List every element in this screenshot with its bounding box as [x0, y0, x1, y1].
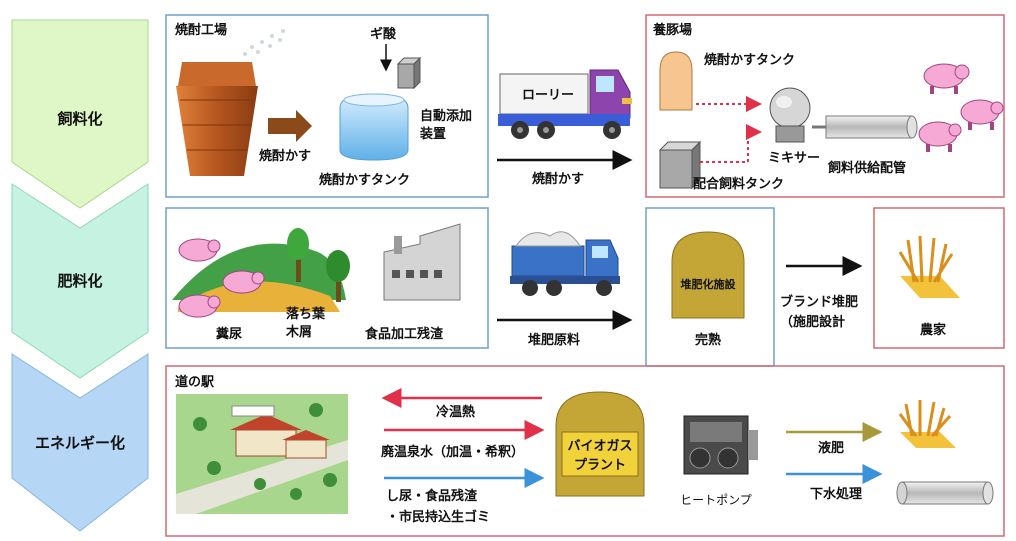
- farm-label: 養豚場: [652, 22, 692, 38]
- pig-icon: [178, 238, 221, 262]
- pipe-icon: [896, 481, 994, 505]
- pig-icon: [960, 99, 1004, 130]
- feed-tank-box-icon: [658, 140, 702, 190]
- compost-dome-icon: [671, 231, 745, 319]
- wood-chips-label: 木屑: [285, 324, 312, 340]
- farm-frame: [645, 14, 1005, 198]
- lees-tank-icon: [339, 93, 409, 161]
- biogas-label: バイオガス: [567, 439, 632, 454]
- plant-label: プラント: [574, 458, 626, 473]
- stage-energy-label: エネルギー化: [35, 434, 125, 452]
- leaves-label: 落ち葉: [286, 306, 326, 322]
- factory-icon: [383, 223, 461, 301]
- heat-pump-icon: [683, 415, 758, 475]
- pig-icon: [923, 63, 970, 94]
- distillery-label: 焼酎工場: [175, 22, 227, 38]
- dump-truck-icon: [510, 231, 620, 296]
- shochu-lees-label: 焼酎かす: [259, 148, 311, 164]
- stage-fertilizer: 肥料化: [11, 183, 149, 379]
- stage-feed-label: 飼料化: [56, 110, 102, 128]
- farmer-frame: [873, 207, 1005, 349]
- truck-label: ローリー: [522, 88, 574, 103]
- brown-arrow-icon: [268, 110, 312, 142]
- small-box-icon: [396, 56, 422, 90]
- sources-frame: [165, 207, 489, 349]
- fertilization-design-label: （施肥設計: [780, 314, 845, 330]
- tree-icon: [287, 228, 350, 302]
- hopper-icon: [176, 62, 258, 176]
- manure-label: 糞尿: [215, 326, 242, 342]
- farm-lees-tank-label: 焼酎かすタンク: [704, 52, 795, 68]
- liquid-fertilizer-label: 液肥: [818, 440, 844, 456]
- distillery-frame: [165, 14, 489, 198]
- stage-energy: エネルギー化: [11, 353, 149, 532]
- compost-material-label: 堆肥原料: [528, 332, 580, 348]
- feed-pipe-icon: [825, 115, 918, 139]
- wastewater-label: 下水処理: [810, 486, 862, 502]
- hot-cold-label: 冷温熱: [436, 404, 475, 420]
- matured-label: 完熟: [695, 332, 721, 348]
- citizen-waste-label: ・市民持込生ゴミ: [386, 509, 490, 525]
- roadside-station-illustration: [176, 394, 348, 514]
- feed-pipe-label: 飼料供給配管: [827, 160, 906, 176]
- pig-icon: [222, 270, 265, 294]
- farm-lees-tank-icon: [659, 51, 693, 111]
- stage-feed: 飼料化: [11, 19, 149, 209]
- steam-icon: [243, 29, 285, 56]
- energy-frame: [165, 365, 1005, 537]
- roadside-station-label: 道の駅: [175, 374, 215, 390]
- compost-facility-label: 堆肥化施設: [681, 277, 737, 291]
- compound-feed-tank-label: 配合飼料タンク: [693, 176, 784, 192]
- mixer-icon: [769, 87, 811, 143]
- biogas-plant-icon: [555, 391, 645, 497]
- spring-water-label: 廃温泉水（加温・希釈）: [380, 444, 524, 460]
- pig-icon: [918, 121, 962, 152]
- farmer-label: 農家: [920, 322, 947, 338]
- truck-icon: [498, 69, 632, 139]
- device-label: 装置: [419, 126, 446, 142]
- ginkgo-label: ギ酸: [370, 26, 397, 42]
- rice-icon: [898, 235, 960, 298]
- stage-fertilizer-label: 肥料化: [57, 272, 102, 290]
- mixer-label: ミキサー: [768, 151, 820, 166]
- brand-compost-label: ブランド堆肥: [780, 294, 858, 310]
- lees-tank-label: 焼酎かすタンク: [319, 172, 410, 188]
- rice-icon: [898, 400, 956, 448]
- transport-lees-label: 焼酎かす: [532, 171, 584, 187]
- auto-add-label: 自動添加: [420, 108, 472, 124]
- heat-pump-label: ヒートポンプ: [680, 493, 752, 507]
- sewage-label: し尿・食品残渣: [386, 488, 478, 504]
- pig-icon: [178, 294, 221, 318]
- food-waste-label: 食品加工残渣: [365, 326, 444, 342]
